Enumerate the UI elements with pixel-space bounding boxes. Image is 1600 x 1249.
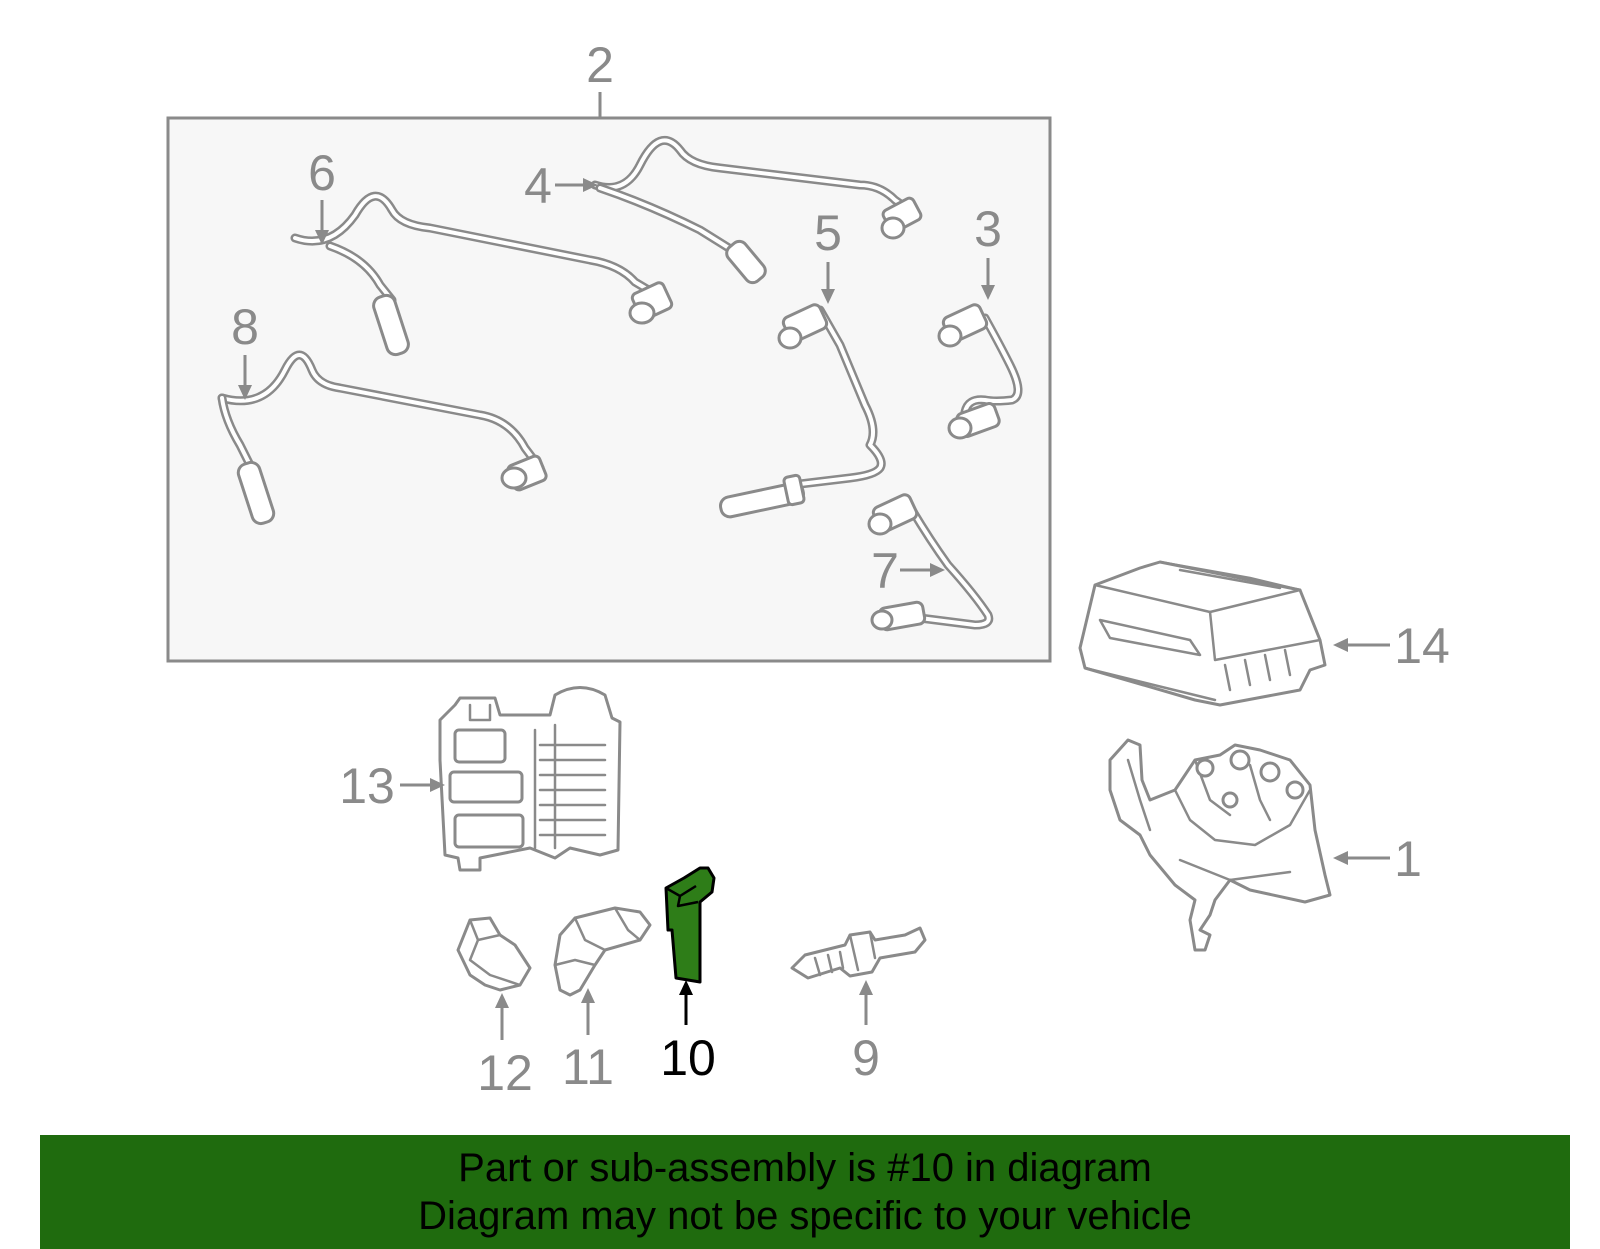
banner-line-disclaimer: Diagram may not be specific to your vehi… [418, 1194, 1192, 1238]
part-1-abs-modulator[interactable] [1108, 738, 1332, 952]
callout-3[interactable]: 3 [974, 201, 1002, 257]
callout-11[interactable]: 11 [562, 1039, 614, 1095]
callout-6[interactable]: 6 [308, 145, 336, 201]
part-7-wheel-speed-sensor[interactable] [867, 493, 994, 632]
banner-line-part-number: Part or sub-assembly is #10 in diagram [458, 1146, 1152, 1190]
part-4-wheel-speed-sensor[interactable] [590, 136, 923, 286]
callout-labels: 2 6 4 5 3 8 7 14 13 1 12 11 10 9 [231, 37, 1450, 1101]
part-9-sensor[interactable] [790, 926, 927, 980]
info-banner: Part or sub-assembly is #10 in diagram D… [40, 1135, 1570, 1249]
callout-4[interactable]: 4 [524, 158, 552, 214]
part-11-sensor[interactable] [553, 906, 652, 997]
group-box-part-2 [166, 116, 1052, 663]
part-13-control-module[interactable] [438, 686, 622, 872]
callout-1[interactable]: 1 [1394, 831, 1422, 887]
callout-10-highlighted[interactable]: 10 [660, 1030, 716, 1086]
callout-5[interactable]: 5 [814, 205, 842, 261]
callout-9[interactable]: 9 [852, 1030, 880, 1086]
callout-2[interactable]: 2 [586, 37, 614, 93]
part-14-control-module[interactable] [1078, 560, 1327, 707]
part-3-wheel-speed-sensor[interactable] [937, 303, 1023, 440]
leader-lines [238, 92, 1390, 1040]
callout-14[interactable]: 14 [1394, 618, 1450, 674]
part-8-wheel-speed-sensor[interactable] [217, 350, 548, 526]
callout-13[interactable]: 13 [339, 758, 395, 814]
callout-8[interactable]: 8 [231, 299, 259, 355]
callout-7[interactable]: 7 [871, 543, 899, 599]
callout-12[interactable]: 12 [477, 1045, 533, 1101]
part-12-sensor[interactable] [456, 916, 532, 992]
part-10-sensor-highlighted[interactable] [664, 866, 716, 984]
part-5-wheel-speed-sensor[interactable] [719, 303, 886, 519]
part-6-wheel-speed-sensor[interactable] [290, 191, 674, 357]
